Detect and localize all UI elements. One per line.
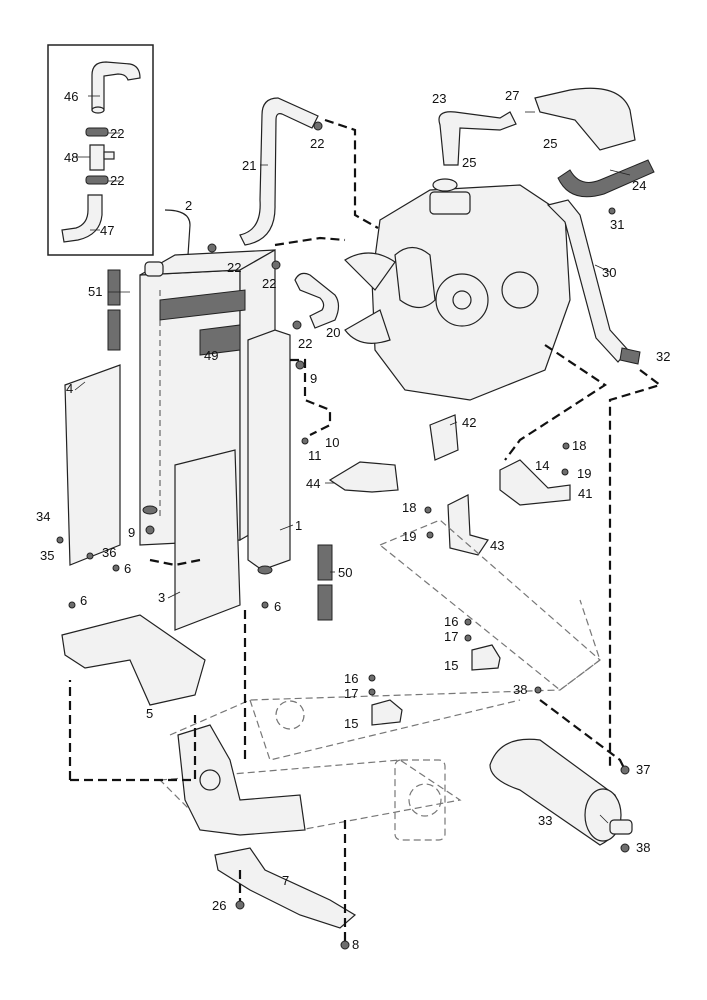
callout-9a: 9 <box>310 371 317 386</box>
callout-23: 23 <box>432 91 446 106</box>
callout-34: 34 <box>36 509 50 524</box>
callout-30: 30 <box>602 265 616 280</box>
callout-32: 32 <box>656 349 670 364</box>
callout-15a: 15 <box>444 658 458 673</box>
engine-brackets <box>328 414 571 556</box>
callout-22f: 22 <box>298 336 312 351</box>
callout-49: 49 <box>204 348 218 363</box>
callout-36: 36 <box>102 545 116 560</box>
callout-9b: 9 <box>128 525 135 540</box>
callout-5: 5 <box>146 706 153 721</box>
callout-2: 2 <box>185 198 192 213</box>
callout-15b: 15 <box>344 716 358 731</box>
callout-48: 48 <box>64 150 78 165</box>
callout-46: 46 <box>64 89 78 104</box>
callout-20: 20 <box>326 325 340 340</box>
callout-6a: 6 <box>124 561 131 576</box>
callout-25b: 25 <box>543 136 557 151</box>
callout-41: 41 <box>578 486 592 501</box>
assembly-leader-lines <box>68 118 663 945</box>
callout-24: 24 <box>632 178 646 193</box>
callout-19a: 19 <box>577 466 591 481</box>
callout-3: 3 <box>158 590 165 605</box>
callout-27: 27 <box>505 88 519 103</box>
callout-17b: 17 <box>344 686 358 701</box>
callout-18b: 18 <box>402 500 416 515</box>
callout-42: 42 <box>462 415 476 430</box>
callout-17a: 17 <box>444 629 458 644</box>
callout-22d: 22 <box>227 260 241 275</box>
callout-10: 10 <box>325 435 339 450</box>
callout-6b: 6 <box>80 593 87 608</box>
callout-22a: 22 <box>110 126 124 141</box>
callout-labels: 46 22 48 22 47 21 22 2 22 22 20 22 23 27… <box>36 88 670 952</box>
engine-assembly <box>344 178 571 401</box>
callout-11: 11 <box>308 448 322 463</box>
callout-31: 31 <box>610 217 624 232</box>
callout-22e: 22 <box>262 276 276 291</box>
callout-50: 50 <box>338 565 352 580</box>
callout-43: 43 <box>490 538 504 553</box>
callout-7: 7 <box>282 873 289 888</box>
upper-hoses <box>164 87 655 329</box>
callout-38b: 38 <box>636 840 650 855</box>
callout-35: 35 <box>40 548 54 563</box>
callout-18a: 18 <box>572 438 586 453</box>
skid-plates <box>61 614 357 929</box>
callout-51: 51 <box>88 284 102 299</box>
exhaust-pipe <box>546 199 641 365</box>
callout-47: 47 <box>100 223 114 238</box>
callout-26: 26 <box>212 898 226 913</box>
callout-14: 14 <box>535 458 549 473</box>
callout-4: 4 <box>66 381 73 396</box>
callout-16a: 16 <box>444 614 458 629</box>
callout-21: 21 <box>242 158 256 173</box>
callout-6c: 6 <box>274 599 281 614</box>
foam-strips <box>107 269 333 621</box>
engine-mounts <box>371 644 501 726</box>
callout-19b: 19 <box>402 529 416 544</box>
callout-44: 44 <box>306 476 320 491</box>
callout-8: 8 <box>352 937 359 952</box>
callout-33: 33 <box>538 813 552 828</box>
callout-22c: 22 <box>310 136 324 151</box>
fasteners <box>56 121 630 950</box>
callout-22b: 22 <box>110 173 124 188</box>
callout-1: 1 <box>295 518 302 533</box>
shroud-panels <box>64 364 241 631</box>
callout-25a: 25 <box>462 155 476 170</box>
callout-leaders <box>74 95 631 824</box>
muffler <box>489 738 633 846</box>
callout-16b: 16 <box>344 671 358 686</box>
front-axle-bracket <box>177 724 306 836</box>
callout-38a: 38 <box>513 682 527 697</box>
callout-37: 37 <box>636 762 650 777</box>
